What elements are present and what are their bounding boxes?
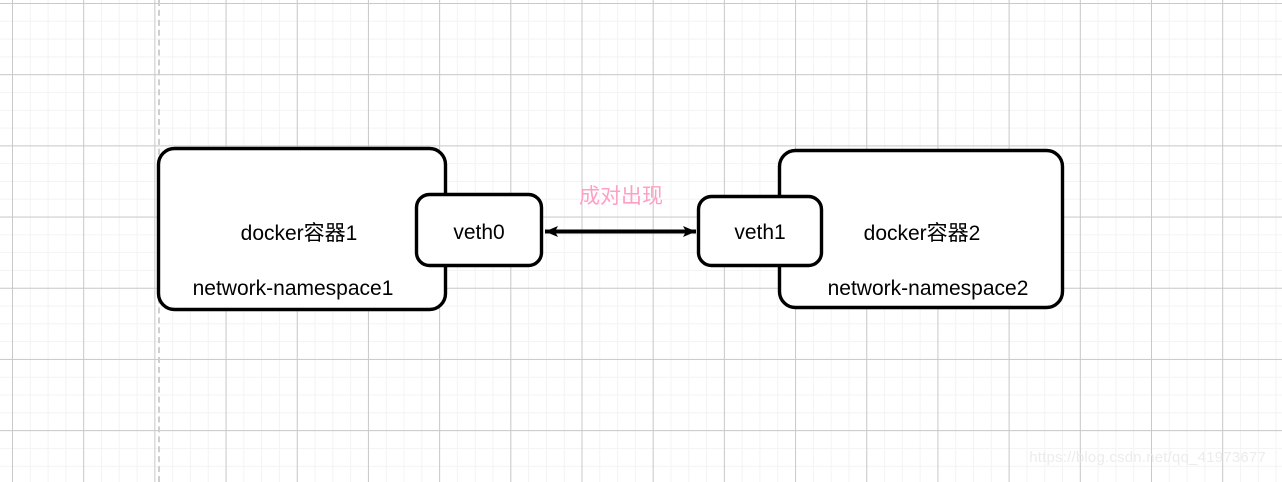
watermark-text: https://blog.csdn.net/qq_41973677 [1029,449,1266,466]
namespace-right-subtitle: network-namespace2 [828,277,1029,300]
connector-annotation-label: 成对出现 [579,185,663,208]
namespace-left-title: docker容器1 [241,222,358,245]
namespace-left-subtitle: network-namespace1 [193,277,394,300]
veth-box-right[interactable] [696,194,824,268]
namespace-right-title: docker容器2 [864,222,981,245]
veth-box-left[interactable] [414,192,544,268]
veth-right-label: veth1 [734,221,785,244]
veth-left-label: veth0 [453,221,504,244]
